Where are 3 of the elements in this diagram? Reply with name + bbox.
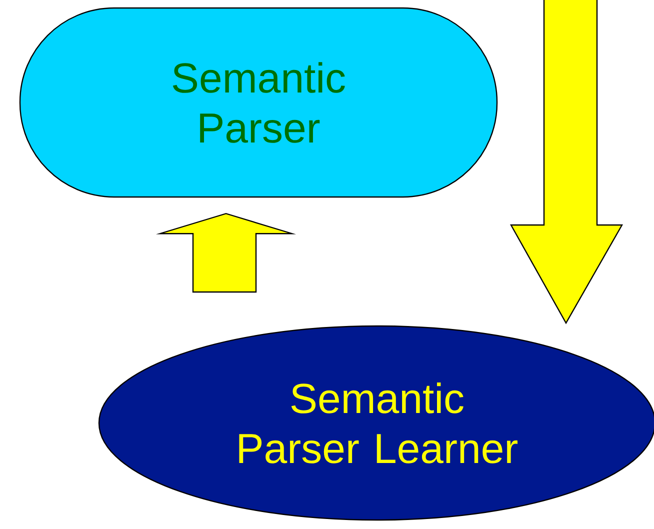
block-arrow — [510, 0, 624, 324]
process-box: Semantic Parser — [19, 7, 498, 198]
block-arrow — [156, 212, 296, 293]
